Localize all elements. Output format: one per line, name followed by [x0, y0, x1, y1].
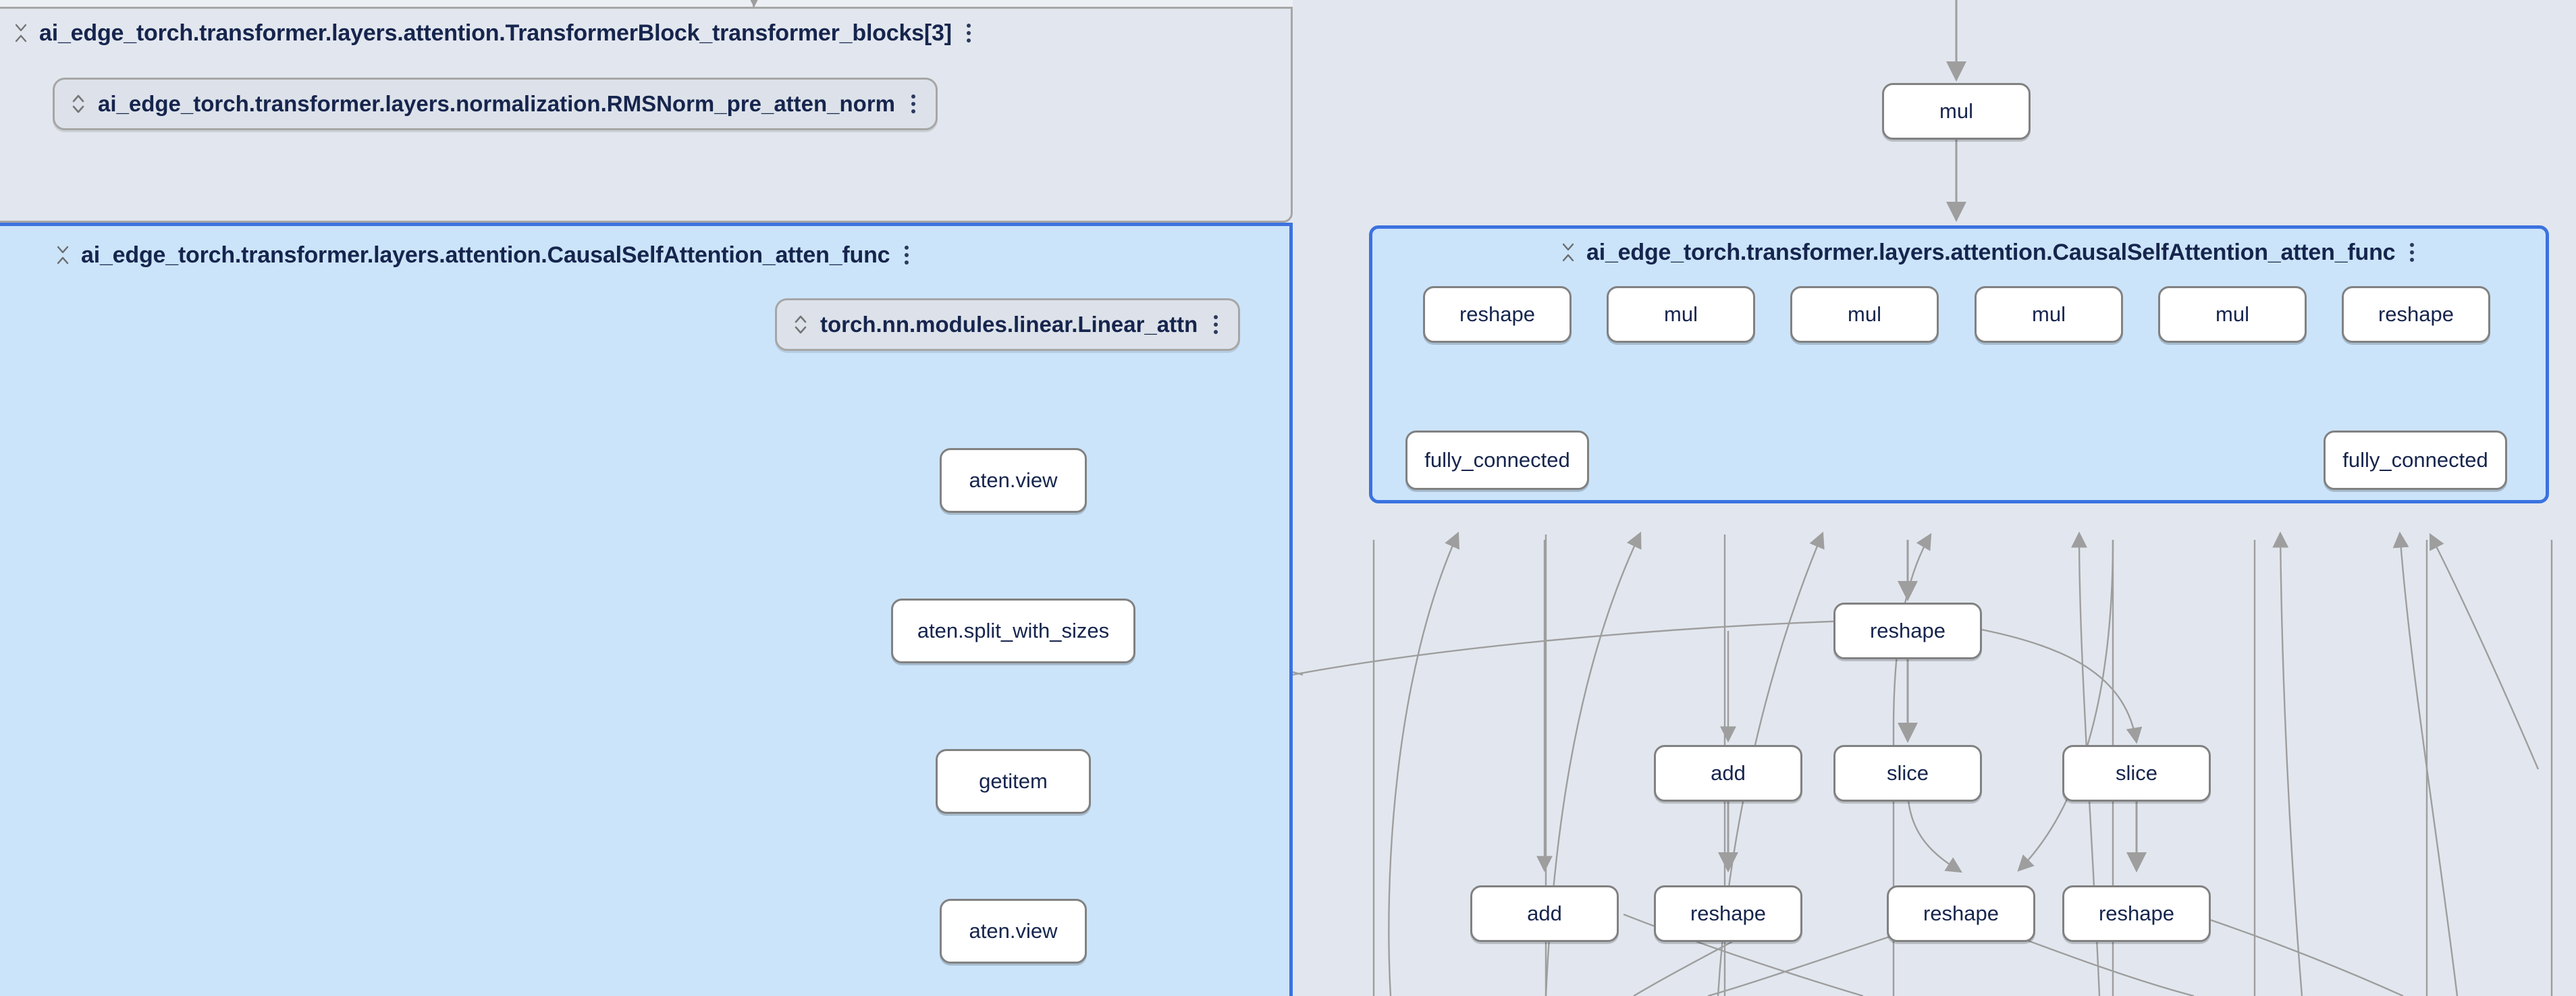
node-label: reshape — [2098, 902, 2175, 925]
node-reshape-r2[interactable]: reshape — [2342, 286, 2490, 343]
node-label: add — [1711, 761, 1746, 785]
more-vert-icon[interactable] — [2405, 239, 2419, 266]
node-label: aten.view — [969, 919, 1058, 943]
node-label: reshape — [2378, 302, 2454, 326]
node-fully-connected-left[interactable]: fully_connected — [1405, 431, 1589, 490]
node-label: slice — [2115, 761, 2157, 785]
node-label: mul — [1664, 302, 1698, 326]
group-transformer-block-header[interactable]: ai_edge_torch.transformer.layers.attenti… — [12, 18, 976, 48]
node-label: fully_connected — [2342, 448, 2488, 472]
collapsed-module-rmsnorm-label: ai_edge_torch.transformer.layers.normali… — [98, 91, 896, 116]
node-label: reshape — [1869, 619, 1946, 642]
node-aten-split-with-sizes[interactable]: aten.split_with_sizes — [891, 599, 1135, 663]
node-mul-r2[interactable]: mul — [1790, 286, 1939, 343]
node-label: mul — [1939, 99, 1973, 123]
collapsed-module-linear-attn-label: torch.nn.modules.linear.Linear_attn — [820, 312, 1198, 337]
node-aten-view-2[interactable]: aten.view — [940, 899, 1087, 964]
expand-icon[interactable] — [70, 89, 87, 119]
node-label: aten.view — [969, 468, 1058, 492]
node-label: mul — [2216, 302, 2249, 326]
node-label: slice — [1886, 761, 1929, 785]
node-mul-r1[interactable]: mul — [1607, 286, 1755, 343]
more-vert-icon[interactable] — [906, 90, 921, 117]
node-label: getitem — [979, 769, 1048, 793]
node-label: reshape — [1923, 902, 2000, 925]
collapsed-module-rmsnorm[interactable]: ai_edge_torch.transformer.layers.normali… — [53, 78, 938, 130]
node-label: aten.split_with_sizes — [917, 619, 1110, 642]
more-vert-icon[interactable] — [899, 242, 914, 269]
node-label: mul — [2032, 302, 2066, 326]
node-label: reshape — [1459, 302, 1536, 326]
node-add-1[interactable]: add — [1654, 745, 1802, 802]
node-reshape-b1[interactable]: reshape — [1654, 885, 1802, 942]
group-causal-self-attention-left-header[interactable]: ai_edge_torch.transformer.layers.attenti… — [54, 240, 914, 270]
group-transformer-block-label: ai_edge_torch.transformer.layers.attenti… — [39, 20, 952, 46]
node-mul-r3[interactable]: mul — [1975, 286, 2123, 343]
group-causal-self-attention-right-label: ai_edge_torch.transformer.layers.attenti… — [1586, 239, 2396, 265]
top-strip — [0, 0, 1293, 8]
node-reshape-b2[interactable]: reshape — [1887, 885, 2035, 942]
node-fully-connected-right[interactable]: fully_connected — [2324, 431, 2507, 490]
group-causal-self-attention-right-header[interactable]: ai_edge_torch.transformer.layers.attenti… — [1559, 238, 2419, 267]
node-slice-2[interactable]: slice — [2062, 745, 2211, 802]
node-aten-view-1[interactable]: aten.view — [940, 448, 1087, 513]
node-label: mul — [1848, 302, 1881, 326]
collapsed-module-linear-attn[interactable]: torch.nn.modules.linear.Linear_attn — [775, 298, 1241, 351]
node-mul-top[interactable]: mul — [1882, 83, 2031, 140]
group-causal-self-attention-left-label: ai_edge_torch.transformer.layers.attenti… — [81, 242, 890, 268]
collapse-icon[interactable] — [54, 240, 72, 270]
node-label: reshape — [1690, 902, 1767, 925]
node-getitem[interactable]: getitem — [936, 749, 1091, 814]
node-reshape-r1[interactable]: reshape — [1423, 286, 1572, 343]
node-label: add — [1527, 902, 1562, 925]
node-slice-1[interactable]: slice — [1833, 745, 1982, 802]
collapse-icon[interactable] — [12, 18, 30, 48]
more-vert-icon[interactable] — [1208, 311, 1223, 338]
node-label: fully_connected — [1424, 448, 1570, 472]
expand-icon[interactable] — [792, 310, 809, 339]
node-mul-r4[interactable]: mul — [2158, 286, 2307, 343]
node-reshape-mid[interactable]: reshape — [1833, 603, 1982, 659]
more-vert-icon[interactable] — [961, 20, 976, 47]
node-reshape-b3[interactable]: reshape — [2062, 885, 2211, 942]
node-add-2[interactable]: add — [1470, 885, 1619, 942]
collapse-icon[interactable] — [1559, 238, 1577, 267]
